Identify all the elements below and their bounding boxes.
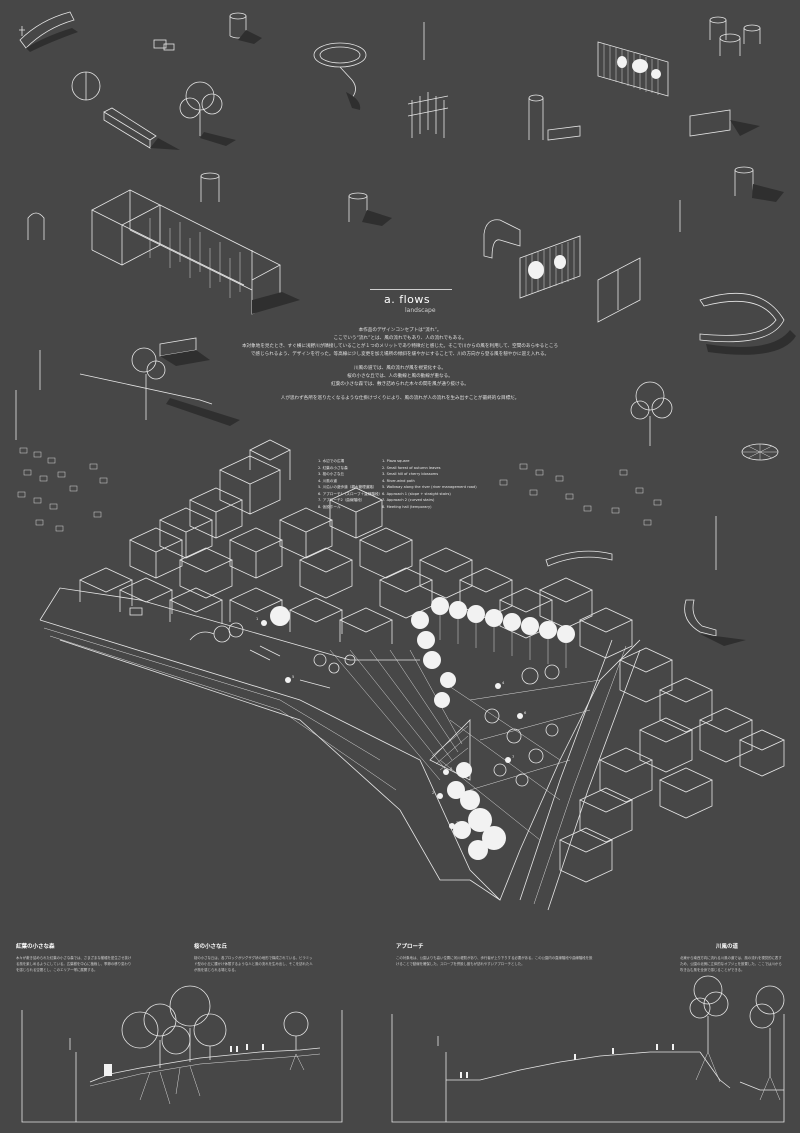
area-number-4: 4 <box>502 681 505 685</box>
section-body-cherry-hill: 桜の小さな丘は、各ブロックがジグザグ状の地形で構成されている。ビラミッド型の小丘… <box>194 956 313 972</box>
intro-line-2: ここでいう“流れ”とは、風の流れでもあり、人の流れでもある。 <box>333 336 467 341</box>
area-number-2: 2 <box>432 791 435 795</box>
scattered-objects <box>15 11 796 646</box>
legend-jp-item: 6. アプローチ1（スロープ＋直線階段） <box>318 491 383 496</box>
section-body-river-wind: 北東から南西方向に流れる川風の道では、風の流れを視覚的に表すため、公園の北側に立… <box>680 956 782 972</box>
intro-line: 川風の道では、風の流れが風を視覚化する。 桜の小さな丘では、人の動線と風の動線が… <box>210 365 590 389</box>
legend-jp-item: 1. 水辺での広場 <box>318 459 345 463</box>
legend-en-item: 1. Plaza square <box>382 459 410 463</box>
legend-en-item: 6. Approach 1 (slope + straight stairs) <box>382 491 451 496</box>
poster-title: a. flows <box>384 293 431 306</box>
legend-jp-item: 7. アプローチ2（曲線階段） <box>318 498 365 502</box>
area-number-6: 6 <box>524 711 527 715</box>
legend-en-item: 5. Walkway along the river (river manage… <box>382 485 477 489</box>
section-title-cherry-hill: 桜の小さな丘 <box>194 944 228 950</box>
legend-english: 1. Plaza square 2. Small forest of autum… <box>382 458 477 510</box>
intro-line-4: で感じられるよう、デザインを行った。等高線に少し変更を加え場所の傾斜を緩やかにす… <box>250 352 550 357</box>
intro-line-6: 桜の小さな丘では、人の動線と風の動線が重なる。 <box>347 374 453 379</box>
legend-en-item: 7. Approach 2 (curved stairs) <box>382 498 435 502</box>
legend-japanese: 1. 水辺での広場 2. 紅葉の小さな森 3. 桜の小さな丘 4. 川風の道 5… <box>318 458 382 510</box>
intro-text: 本作品のデザインコンセプトは“流れ”。 ここでいう“流れ”とは、風の流れでもあり… <box>210 327 590 409</box>
intro-line: 本作品のデザインコンセプトは“流れ”。 ここでいう“流れ”とは、風の流れでもあり… <box>210 327 590 359</box>
section-drawings <box>21 975 785 1123</box>
section-body-autumn-forest: 木々が敷き詰められた紅葉の小さな森では、さまざまな樹種を密生させ抜ける風を楽しめ… <box>16 956 132 972</box>
intro-line: 人が思わず各所を巡りたくなるような仕掛けづくりにより、風の流れが人の流れを生み出… <box>210 395 590 403</box>
legend-jp-item: 8. 仮設ホール <box>318 504 341 509</box>
section-title-autumn-forest: 紅葉の小さな森 <box>16 944 55 950</box>
intro-line-7: 紅葉の小さな森では、敷き詰められた木々の間を風が通り抜ける。 <box>331 382 469 387</box>
legend-en-item: 2. Small forest of autumn leaves <box>382 465 441 470</box>
legend-jp-item: 3. 桜の小さな丘 <box>318 472 345 476</box>
area-number-3: 3 <box>456 821 459 825</box>
legend-en-item: 8. Meeting hall (temporary) <box>382 504 432 509</box>
poster-subtitle: landscape <box>405 307 436 314</box>
legend-en-item: 4. River-wind path <box>382 478 415 483</box>
section-body-approach: この対象地は、公園よりも高い位置に河川堤防があり、歩行者が上り下りする必要がある… <box>396 956 593 966</box>
legend-en-item: 3. Small hill of cherry blossoms <box>382 472 439 476</box>
section-title-approach: アプローチ <box>396 944 424 950</box>
intro-line-8: 人が思わず各所を巡りたくなるような仕掛けづくりにより、風の流れが人の流れを生み出… <box>280 396 520 401</box>
area-number-8: 8 <box>450 767 453 771</box>
intro-line-1: 本作品のデザインコンセプトは“流れ”。 <box>358 328 442 333</box>
section-title-river-wind: 川風の道 <box>716 944 739 950</box>
intro-line-5: 川風の道では、風の流れが風を視覚化する。 <box>354 366 446 371</box>
title-rule <box>370 289 452 290</box>
site-plan <box>39 439 785 911</box>
legend-jp-item: 5. 川沿いの遊歩道（親水管理道路） <box>318 485 377 489</box>
intro-line-3: 本対象地を見たとき、すぐ横に浅野川が隣接していることが１つのメリットであり特徴だ… <box>241 344 559 349</box>
area-markers <box>261 620 523 829</box>
area-number-5: 5 <box>292 675 295 679</box>
legend-jp-item: 2. 紅葉の小さな森 <box>318 465 348 470</box>
legend-jp-item: 4. 川風の道 <box>318 478 337 483</box>
area-number-1: 1 <box>256 617 259 621</box>
area-number-7: 7 <box>512 755 515 759</box>
